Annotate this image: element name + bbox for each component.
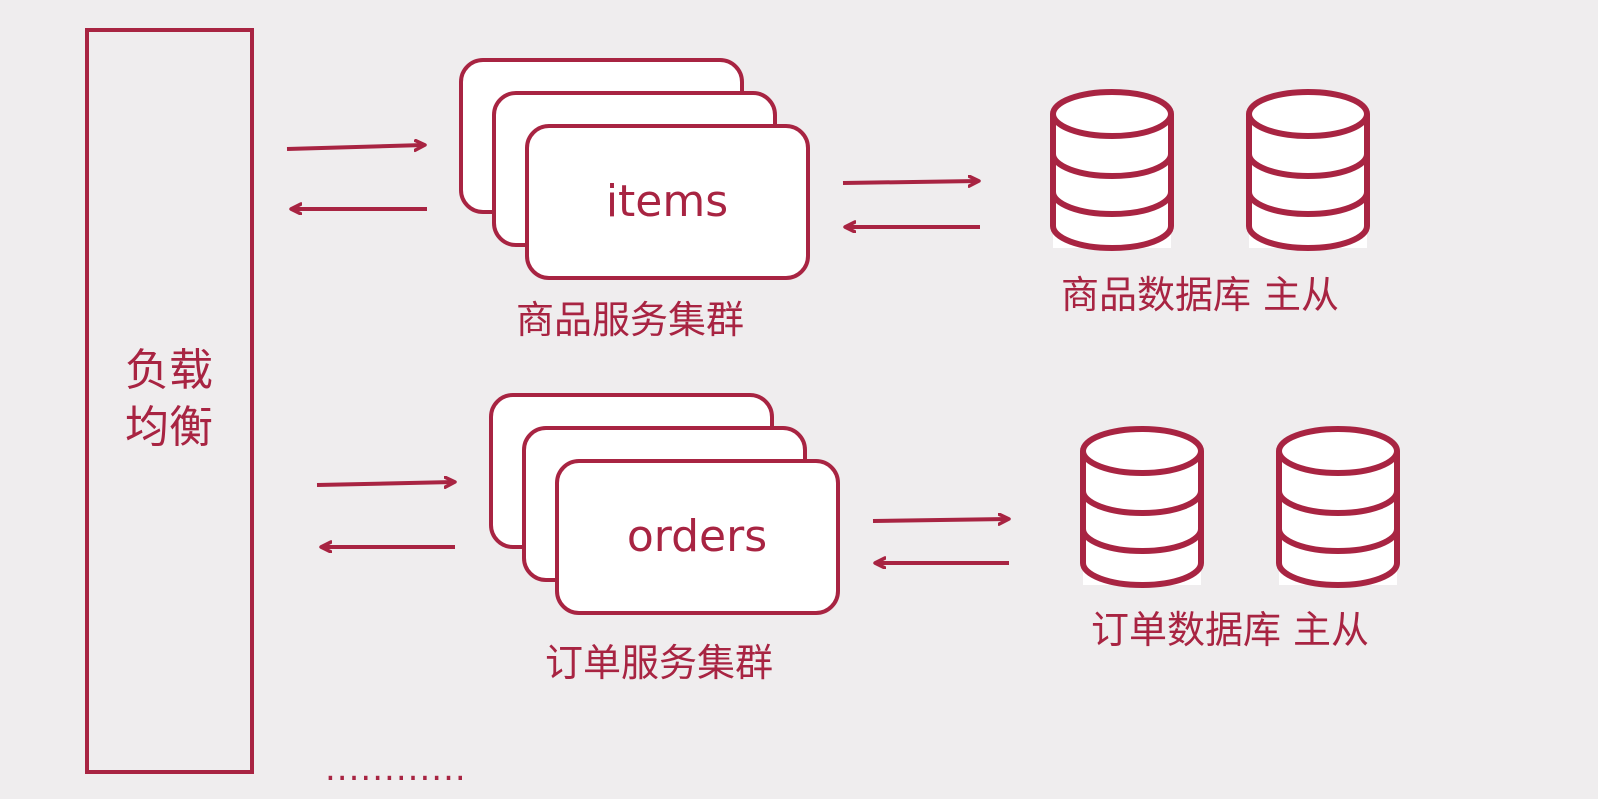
- orders-cluster-caption: 订单服务集群: [545, 641, 773, 685]
- database-icon: [1246, 89, 1370, 251]
- arrow-items-to-db: [842, 181, 978, 183]
- load-balancer-label-line2: 均衡: [125, 402, 213, 453]
- orders-service-label: orders: [627, 511, 767, 562]
- items-database-master: [1050, 89, 1174, 251]
- items-database-slave: [1246, 89, 1370, 251]
- load-balancer: 负载 均衡: [85, 28, 254, 774]
- orders-service-card-front: [555, 459, 840, 615]
- more-services-ellipsis: ............: [325, 749, 467, 789]
- items-cluster: items 商品服务集群 商品数据库 主从: [286, 58, 1370, 342]
- database-icon: [1080, 426, 1204, 588]
- items-database-caption: 商品数据库 主从: [1061, 273, 1339, 317]
- orders-database-master: [1080, 426, 1204, 588]
- orders-service-stack: orders: [489, 393, 840, 615]
- items-service-stack: items: [459, 58, 810, 280]
- database-icon: [1050, 89, 1174, 251]
- arrow-lb-to-orders: [316, 482, 454, 485]
- orders-cluster: orders 订单服务集群 订单数据库 主从: [316, 393, 1400, 685]
- load-balancer-label-line1: 负载: [125, 345, 213, 396]
- load-balancer-box: [85, 28, 254, 774]
- items-cluster-caption: 商品服务集群: [516, 298, 744, 342]
- orders-database-caption: 订单数据库 主从: [1091, 608, 1369, 652]
- arrow-lb-to-items: [286, 145, 424, 149]
- items-service-label: items: [606, 176, 728, 227]
- items-service-card-front: [525, 124, 810, 280]
- database-icon: [1276, 426, 1400, 588]
- orders-database-slave: [1276, 426, 1400, 588]
- arrow-orders-to-db: [872, 519, 1008, 521]
